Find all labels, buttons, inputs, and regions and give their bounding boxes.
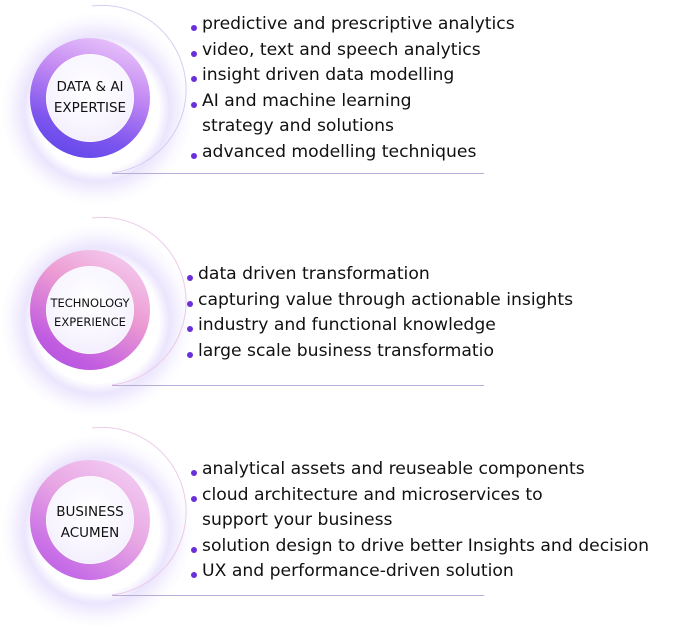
bullet-dot-icon [187, 351, 193, 358]
bullet-dot-icon [191, 25, 197, 31]
list-item: insight driven data modelling [190, 63, 515, 89]
bullet-list: data driven transformation capturing val… [186, 262, 573, 364]
section-business-acumen: BUSINESS ACUMEN analytical assets and re… [0, 422, 680, 627]
bullet-list: analytical assets and reuseable componen… [190, 457, 649, 585]
divider-line [112, 173, 484, 174]
decorative-arc [91, 4, 187, 174]
circle-center [46, 476, 134, 564]
bullet-dot-icon [187, 326, 193, 333]
bullet-dot-icon [191, 572, 197, 579]
bullet-dot-icon [187, 275, 193, 281]
bullet-dot-icon [191, 76, 197, 83]
list-item: data driven transformation [186, 262, 573, 288]
list-item: industry and functional knowledge [186, 313, 573, 339]
section-technology-experience: TECHNOLOGY EXPERIENCE data driven transf… [0, 212, 680, 417]
bullet-dot-icon [187, 300, 193, 307]
section-label: TECHNOLOGY EXPERIENCE [50, 296, 130, 329]
list-item: predictive and prescriptive analytics [190, 12, 515, 38]
list-item: UX and performance-driven solution [190, 559, 649, 585]
list-item: video, text and speech analytics [190, 38, 515, 64]
decorative-arc [91, 216, 187, 386]
circle-center [46, 266, 134, 354]
bullet-dot-icon [191, 101, 197, 108]
list-item: large scale business transformatio [186, 339, 573, 365]
list-item: cloud architecture and microservices to … [190, 483, 649, 534]
list-item: capturing value through actionable insig… [186, 288, 573, 314]
decorative-arc [91, 426, 187, 596]
bullet-dot-icon [191, 152, 197, 159]
bullet-dot-icon [191, 495, 197, 502]
bullet-dot-icon [191, 470, 197, 476]
bullet-dot-icon [191, 546, 197, 553]
list-item: advanced modelling techniques [190, 140, 515, 166]
list-item: AI and machine learning strategy and sol… [190, 89, 515, 140]
section-label: BUSINESS ACUMEN [56, 504, 124, 541]
list-item: solution design to drive better Insights… [190, 534, 649, 560]
section-data-ai-expertise: DATA & AI EXPERTISE predictive and presc… [0, 0, 680, 205]
section-label: DATA & AI EXPERTISE [53, 79, 127, 116]
bullet-dot-icon [191, 50, 197, 57]
divider-line [112, 385, 484, 386]
bullet-list: predictive and prescriptive analytics vi… [190, 12, 515, 166]
divider-line [112, 595, 484, 596]
circle-center [46, 54, 134, 142]
list-item: analytical assets and reuseable componen… [190, 457, 649, 483]
